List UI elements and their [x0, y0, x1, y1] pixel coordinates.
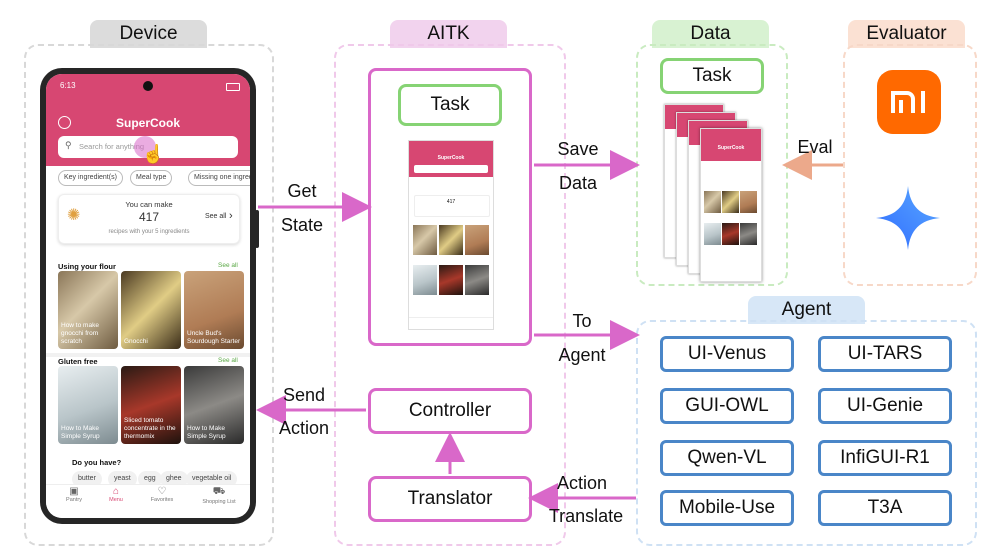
confetti-icon: ✺: [67, 207, 81, 224]
recipe-card[interactable]: Sliced tomato concentrate in the thermom…: [121, 366, 181, 444]
recipe-count: 417: [138, 210, 160, 224]
section-flour-see-all[interactable]: See all: [218, 262, 238, 269]
recipes-note: recipes with your 5 ingredients: [108, 229, 190, 235]
aitk-panel: [334, 44, 566, 546]
section-gluten-see-all[interactable]: See all: [218, 357, 238, 364]
chevron-right-icon: ›: [229, 210, 233, 222]
phone-side-button: [255, 210, 259, 248]
agent-t3a: T3A: [818, 490, 952, 526]
aitk-tag: AITK: [390, 20, 507, 48]
data-tag: Data: [652, 20, 769, 48]
section-flour-title: Using your flour: [58, 262, 116, 271]
label-translate: Translate: [548, 506, 624, 526]
chip-meal-type[interactable]: Meal type: [130, 170, 173, 186]
chip-missing-one[interactable]: Missing one ingredient: [188, 170, 250, 186]
nav-shopping-label: Shopping List: [202, 499, 236, 505]
you-can-make-card[interactable]: ✺ You can make 417 recipes with your 5 i…: [58, 194, 240, 244]
profile-icon[interactable]: [58, 116, 71, 129]
agent-gui-owl: GUI-OWL: [660, 388, 794, 424]
status-time: 6:13: [60, 81, 76, 90]
mini-screenshot: SuperCook 417: [408, 140, 494, 330]
mini-count: 417: [446, 199, 456, 205]
you-can-make-label: You can make: [125, 200, 173, 209]
label-data: Data: [558, 173, 598, 193]
nav-menu[interactable]: ⌂ Menu: [96, 486, 136, 503]
cart-icon: ⛟: [212, 486, 226, 497]
device-tag: Device: [90, 20, 207, 48]
chip-key-ingredient[interactable]: Key ingredient(s): [58, 170, 123, 186]
recipe-card[interactable]: Gnocchi: [121, 271, 181, 349]
label-state: State: [280, 215, 324, 235]
search-placeholder: Search for anything: [79, 142, 145, 151]
label-send: Send: [282, 385, 326, 405]
agent-infigui-r1: InfiGUI-R1: [818, 440, 952, 476]
tap-indicator: [134, 136, 156, 158]
gemini-star-icon: [876, 186, 940, 250]
divider: [46, 353, 250, 357]
agent-mobile-use: Mobile-Use: [660, 490, 794, 526]
nav-pantry-label: Pantry: [66, 497, 82, 503]
agent-qwen-vl: Qwen-VL: [660, 440, 794, 476]
label-agent: Agent: [558, 345, 606, 365]
do-you-have-label: Do you have?: [72, 458, 122, 467]
label-action: Action: [278, 418, 330, 438]
recipe-card[interactable]: How to make gnocchi from scratch: [58, 271, 118, 349]
see-all-link[interactable]: See all: [205, 213, 227, 220]
camera-notch: [143, 81, 153, 91]
recipe-card[interactable]: How to Make Simple Syrup: [184, 366, 244, 444]
bottom-nav: [46, 484, 250, 518]
evaluator-panel: [843, 44, 977, 286]
pantry-icon: ▣: [69, 486, 79, 497]
nav-pantry[interactable]: ▣ Pantry: [54, 486, 94, 503]
hand-cursor-icon: ☝: [142, 144, 165, 164]
battery-icon: [226, 83, 240, 91]
recipe-card[interactable]: Uncle Bud's Sourdough Starter: [184, 271, 244, 349]
search-icon: ⚲: [65, 140, 72, 150]
nav-favorites[interactable]: ♡ Favorites: [142, 486, 182, 503]
xiaomi-logo: [877, 70, 941, 134]
agent-ui-venus: UI-Venus: [660, 336, 794, 372]
controller-box: Controller: [368, 388, 532, 434]
recipe-card[interactable]: How to Make Simple Syrup: [58, 366, 118, 444]
home-icon: ⌂: [112, 486, 120, 497]
app-title: SuperCook: [115, 116, 180, 130]
nav-favorites-label: Favorites: [150, 497, 174, 503]
phone-screen: 6:13 SuperCook ⚲ Search for anything ☝ K…: [46, 74, 250, 518]
agent-panel: [636, 320, 977, 546]
heart-icon: ♡: [157, 486, 167, 497]
nav-menu-label: Menu: [109, 497, 123, 503]
agent-tag: Agent: [748, 296, 865, 324]
label-get: Get: [287, 181, 317, 201]
label-save: Save: [557, 139, 599, 159]
mini-app-title: SuperCook: [437, 155, 465, 161]
device-panel: [24, 44, 274, 546]
stacked-screenshot: SuperCook: [700, 128, 762, 282]
label-eval: Eval: [797, 137, 833, 157]
data-task-box: Task: [660, 58, 764, 94]
evaluator-tag: Evaluator: [848, 20, 965, 48]
nav-shopping[interactable]: ⛟ Shopping List: [192, 486, 246, 505]
translator-box: Translator: [368, 476, 532, 522]
stack-app-title: SuperCook: [717, 145, 745, 151]
section-gluten-title: Gluten free: [58, 357, 98, 366]
aitk-task-box: Task: [398, 84, 502, 126]
agent-ui-tars: UI-TARS: [818, 336, 952, 372]
agent-ui-genie: UI-Genie: [818, 388, 952, 424]
label-action-2: Action: [556, 473, 608, 493]
label-to: To: [572, 311, 592, 331]
